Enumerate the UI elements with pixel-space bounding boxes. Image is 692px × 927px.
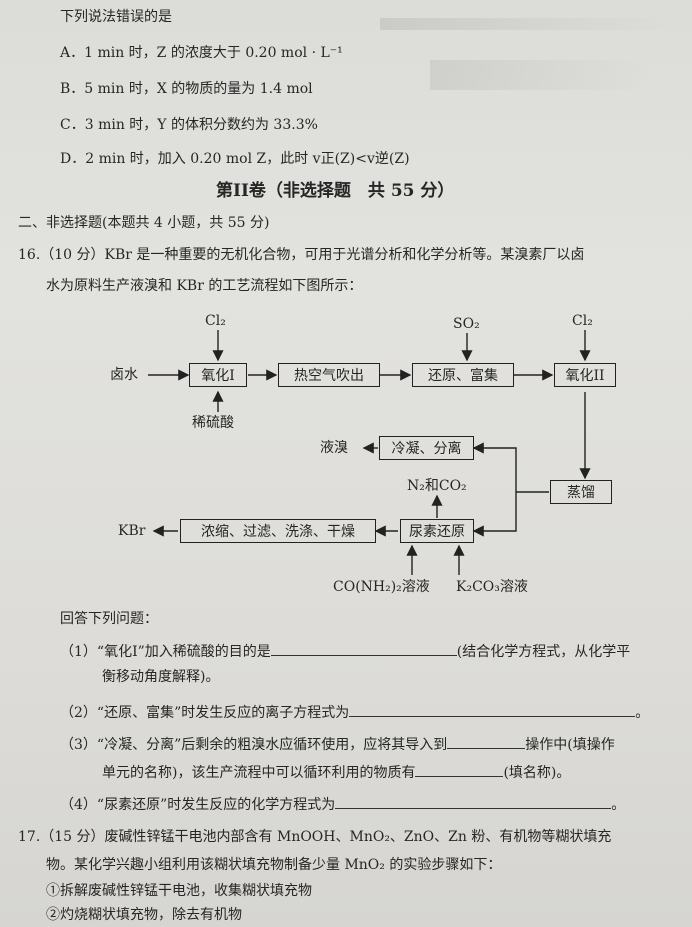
q16-sub3: （3）“冷凝、分离”后剩余的粗溴水应循环使用，应将其导入到 操作中(填操作: [60, 734, 615, 754]
q16-sub1-text-b: (结合化学方程式，从化学平: [456, 644, 631, 660]
show-through-2: [430, 60, 650, 90]
flow-box-reduce-enrich: 还原、富集: [412, 363, 514, 387]
q15-option-a: A．1 min 时，Z 的浓度大于 0.20 mol · L⁻¹: [60, 45, 343, 61]
q16-sub4-text: （4）“尿素还原”时发生反应的化学方程式为: [60, 797, 336, 813]
q15-option-d: D．2 min 时，加入 0.20 mol Z，此时 v正(Z)<v逆(Z): [60, 151, 410, 167]
section2-subheading: 二、非选择题(本题共 4 小题，共 55 分): [18, 215, 270, 231]
q16-sub4: （4）“尿素还原”时发生反应的化学方程式为 。: [60, 794, 625, 814]
q16-sub2-text: （2）“还原、富集”时发生反应的离子方程式为: [60, 705, 350, 721]
flow-box-distill: 蒸馏: [550, 480, 612, 504]
show-through-1: [380, 18, 680, 30]
flow-box-concentrate: 浓缩、过滤、洗涤、干燥: [180, 519, 376, 543]
q16-sub4-blank[interactable]: [335, 794, 612, 809]
q16-sub3-cont: 单元的名称)，该生产流程中可以循环利用的物质有 (填名称)。: [102, 762, 570, 782]
flow-cl2-a: Cl₂: [205, 313, 226, 329]
flow-box-condense-sep: 冷凝、分离: [379, 436, 474, 460]
flow-n2-co2: N₂和CO₂: [407, 478, 467, 494]
q16-sub1-text: （1）“氧化I”加入稀硫酸的目的是: [60, 644, 271, 660]
q15-option-b: B．5 min 时，X 的物质的量为 1.4 mol: [60, 81, 313, 97]
q16-sub3-blank1[interactable]: [447, 734, 526, 749]
q16-stem-line1: 16.（10 分）KBr 是一种重要的无机化合物，可用于光谱分析和化学分析等。某…: [18, 247, 585, 263]
flow-liquid-br: 液溴: [320, 440, 348, 456]
flow-dilute-h2so4: 稀硫酸: [192, 415, 234, 431]
q15-intro: 下列说法错误的是: [60, 9, 172, 25]
q16-sub2-blank[interactable]: [349, 702, 636, 717]
q16-sub3-blank2[interactable]: [415, 762, 504, 777]
q16-sub3-text-d: (填名称)。: [503, 765, 571, 781]
q16-sub3-text: （3）“冷凝、分离”后剩余的粗溴水应循环使用，应将其导入到: [60, 737, 448, 753]
q17-stem-line2: 物。某化学兴趣小组利用该糊状填充物制备少量 MnO₂ 的实验步骤如下：: [46, 857, 502, 873]
flow-cl2-b: Cl₂: [572, 313, 593, 329]
q17-step1: ①拆解废碱性锌锰干电池，收集糊状填充物: [46, 883, 312, 899]
flow-kbr: KBr: [118, 523, 146, 539]
q16-stem-line2: 水为原料生产液溴和 KBr 的工艺流程如下图所示：: [46, 278, 363, 294]
q16-sub4-period: 。: [611, 797, 626, 813]
section2-heading: 第II卷（非选择题 共 55 分）: [216, 181, 455, 201]
q16-sub2-period: 。: [635, 705, 650, 721]
flow-box-hot-air: 热空气吹出: [278, 363, 380, 387]
flow-box-oxidation2: 氧化II: [554, 363, 616, 387]
q16-sub1: （1）“氧化I”加入稀硫酸的目的是 (结合化学方程式，从化学平: [60, 641, 630, 661]
flow-box-oxidation1: 氧化I: [189, 363, 247, 387]
q16-answer-prompt: 回答下列问题：: [60, 611, 158, 627]
flow-k2co3-solution: K₂CO₃溶液: [456, 579, 528, 595]
q16-sub2: （2）“还原、富集”时发生反应的离子方程式为 。: [60, 702, 649, 722]
flow-so2: SO₂: [453, 316, 480, 332]
q16-sub1-cont: 衡移动角度解释)。: [102, 669, 220, 685]
q17-step2: ②灼烧糊状填充物，除去有机物: [46, 907, 242, 923]
q16-sub3-text-b: 操作中(填操作: [525, 737, 615, 753]
flow-box-urea-reduce: 尿素还原: [400, 519, 474, 543]
q15-option-c: C．3 min 时，Y 的体积分数约为 33.3%: [60, 117, 318, 133]
q17-stem-line1: 17.（15 分）废碱性锌锰干电池内部含有 MnOOH、MnO₂、ZnO、Zn …: [18, 829, 612, 845]
flow-urea-solution: CO(NH₂)₂溶液: [333, 579, 430, 595]
flow-brine: 卤水: [110, 367, 138, 383]
q16-sub1-blank[interactable]: [270, 641, 457, 656]
q16-sub3-text-c: 单元的名称)，该生产流程中可以循环利用的物质有: [102, 765, 416, 781]
